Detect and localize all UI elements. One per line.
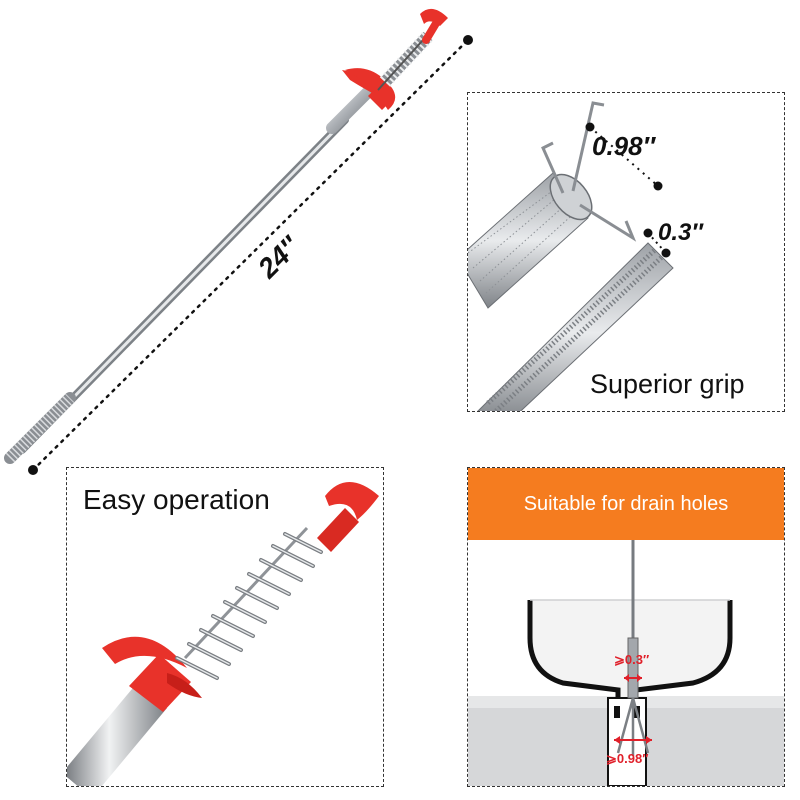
claw-prong	[571, 101, 605, 192]
claw-width-label: 0.98″	[592, 131, 656, 161]
dimension-endpoint	[28, 465, 38, 475]
coil-thickness-label: 0.3″	[658, 219, 703, 246]
tool-claw	[616, 697, 650, 756]
width-dimension-line	[589, 126, 659, 187]
plunger-cap	[325, 482, 379, 520]
drain-panel: Suitable for drain holes ⩾0.3″ ⩾0.98″	[467, 467, 785, 787]
finger-grip	[102, 636, 187, 668]
drain-pipe	[607, 697, 647, 786]
grip-panel: 0.98″ 0.3″ Superior grip	[467, 92, 785, 412]
min-small-hole-label: ⩾0.3″	[614, 652, 650, 667]
handle-spring	[175, 526, 323, 680]
drain-diagram	[468, 540, 784, 786]
handle-closeup-illustration	[67, 482, 379, 786]
dimension-endpoint	[463, 35, 473, 45]
handle-tube	[326, 82, 378, 134]
drain-banner: Suitable for drain holes	[468, 468, 784, 540]
handle-tube	[67, 683, 167, 786]
grip-caption: Superior grip	[590, 369, 745, 399]
thickness-dimension-line	[647, 232, 667, 254]
tip-spring	[4, 392, 76, 464]
operation-panel: Easy operation	[66, 467, 384, 787]
length-dimension-line	[31, 38, 470, 472]
min-large-hole-label: ⩾0.98″	[606, 751, 649, 766]
claw-prong	[579, 203, 637, 242]
lower-coil	[478, 243, 673, 411]
claw-prong	[541, 141, 565, 194]
operation-caption: Easy operation	[83, 484, 270, 515]
claw-closeup-illustration	[468, 101, 674, 411]
